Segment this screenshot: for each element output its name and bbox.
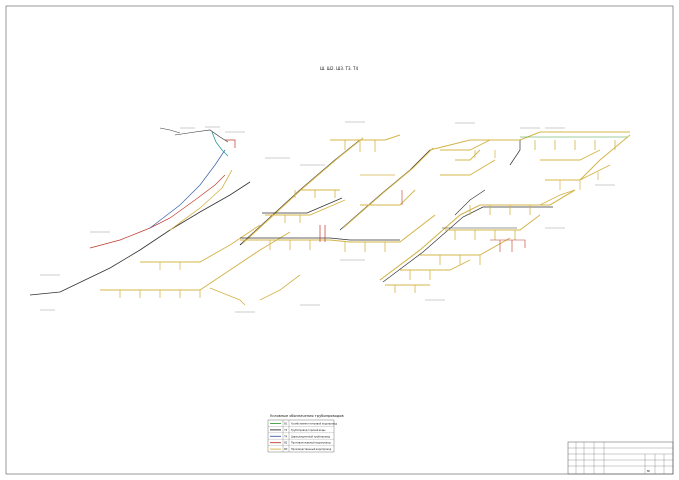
legend-text: Противопожарный водопровод <box>291 442 331 445</box>
legend: Условные обозначения трубопроводов В1 Хо… <box>267 414 344 453</box>
legend-row-4: В2 Противопожарный водопровод <box>270 442 331 445</box>
legend-code: Т3 <box>284 429 287 432</box>
legend-text: Производственный водопровод <box>291 448 331 451</box>
sheet-frame <box>5 5 674 475</box>
left-branch <box>29 127 251 296</box>
legend-text: Трубопровод горячей воды <box>291 429 326 432</box>
legend-code: Т4 <box>284 435 287 438</box>
legend-code: В1 <box>284 423 288 426</box>
legend-code: В3 <box>284 448 288 451</box>
bottom-left-branch <box>100 224 301 306</box>
legend-row-2: Т3 Трубопровод горячей воды <box>270 429 326 432</box>
annotation-leaders <box>40 121 615 313</box>
piping-isometric-schematic <box>29 121 631 313</box>
lower-right-block <box>379 189 576 293</box>
legend-row-5: В3 Производственный водопровод <box>270 448 331 451</box>
legend-box <box>267 419 335 453</box>
legend-row-3: Т4 Циркуляционный трубопровод <box>270 435 330 438</box>
legend-text: Хозяйственно-питьевой водопровод <box>291 423 337 426</box>
legend-text: Циркуляционный трубопровод <box>291 435 330 438</box>
legend-row-1: В1 Хозяйственно-питьевой водопровод <box>270 423 337 426</box>
drawing-title: Ш. Ш2. Ш3. Т3. Т4 <box>320 66 359 71</box>
legend-code: В2 <box>284 442 288 445</box>
title-block: ВК <box>567 441 674 475</box>
upper-right-block <box>429 131 631 190</box>
central-block <box>239 134 436 252</box>
legend-title: Условные обозначения трубопроводов <box>270 414 344 418</box>
stamp-frame <box>567 441 674 475</box>
stamp-sheet-code: ВК <box>647 470 651 473</box>
